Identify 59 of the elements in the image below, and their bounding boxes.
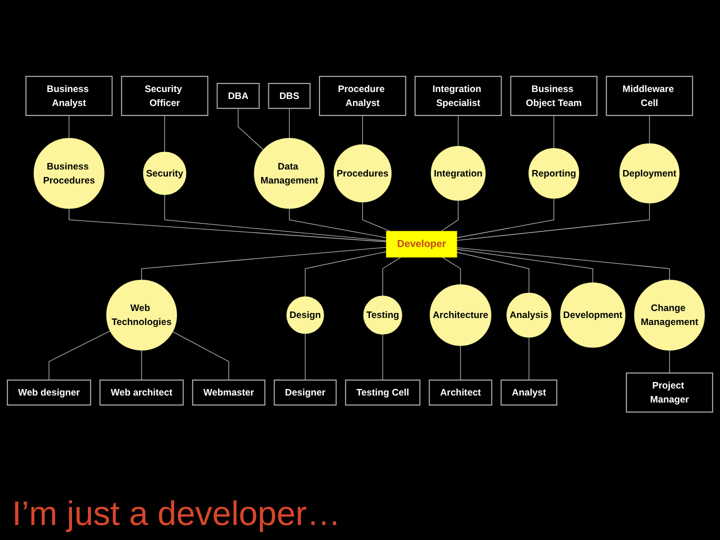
connector (362, 114, 363, 145)
node-circle: Data Management (254, 138, 325, 208)
node-box: Business Object Team (510, 76, 598, 116)
connector (362, 201, 391, 232)
connector (141, 246, 387, 280)
node-box: Testing Cell (345, 379, 420, 406)
node-circle: Deployment (619, 143, 680, 204)
connector (456, 202, 650, 241)
connector (458, 114, 459, 146)
connector (456, 252, 530, 294)
connector (141, 350, 142, 380)
node-box: Designer (274, 379, 337, 406)
node-box: Analyst (500, 379, 558, 406)
node-circle: Web Technologies (106, 280, 177, 350)
connector (669, 350, 670, 374)
connector (164, 114, 165, 152)
node-circle: Security (143, 151, 186, 195)
node-box: Developer (386, 230, 458, 258)
node-circle: Change Management (634, 280, 705, 350)
node-circle: Business Procedures (34, 138, 104, 208)
connector (460, 345, 461, 380)
node-box: DBA (216, 82, 260, 109)
node-box: Procedure Analyst (318, 76, 406, 116)
node-circle: Testing (363, 295, 402, 334)
node-circle: Development (560, 282, 626, 348)
connector (289, 208, 387, 238)
connector (164, 194, 387, 241)
connector (238, 108, 264, 150)
connector (528, 336, 530, 380)
node-box: Middleware Cell (606, 76, 694, 116)
connector (456, 248, 594, 283)
node-circle: Integration (430, 146, 486, 201)
tagline: I’m just a developer… (12, 494, 341, 534)
connector (48, 330, 111, 380)
node-box: Webmaster (192, 379, 266, 406)
connector (304, 251, 387, 297)
node-circle: Procedures (334, 144, 392, 202)
connector (172, 331, 230, 380)
connector (304, 332, 306, 380)
node-circle: Architecture (430, 284, 492, 346)
node-box: Security Officer (121, 76, 208, 116)
connector (289, 108, 290, 138)
connector (456, 198, 554, 238)
node-box: Web architect (100, 379, 184, 406)
node-circle: Reporting (528, 148, 580, 198)
connector (68, 208, 387, 242)
node-box: Web designer (6, 379, 92, 406)
node-circle: Analysis (506, 292, 552, 338)
node-box: DBS (268, 82, 311, 109)
connector (382, 334, 384, 380)
connector (649, 114, 650, 144)
node-box: Business Analyst (25, 76, 113, 116)
node-circle: Design (286, 296, 324, 334)
connector (68, 114, 70, 138)
connector (456, 247, 670, 280)
connector (440, 200, 459, 232)
node-box: Integration Specialist (414, 76, 502, 116)
node-box: Architect (428, 379, 492, 406)
node-box: Project Manager (626, 372, 714, 412)
